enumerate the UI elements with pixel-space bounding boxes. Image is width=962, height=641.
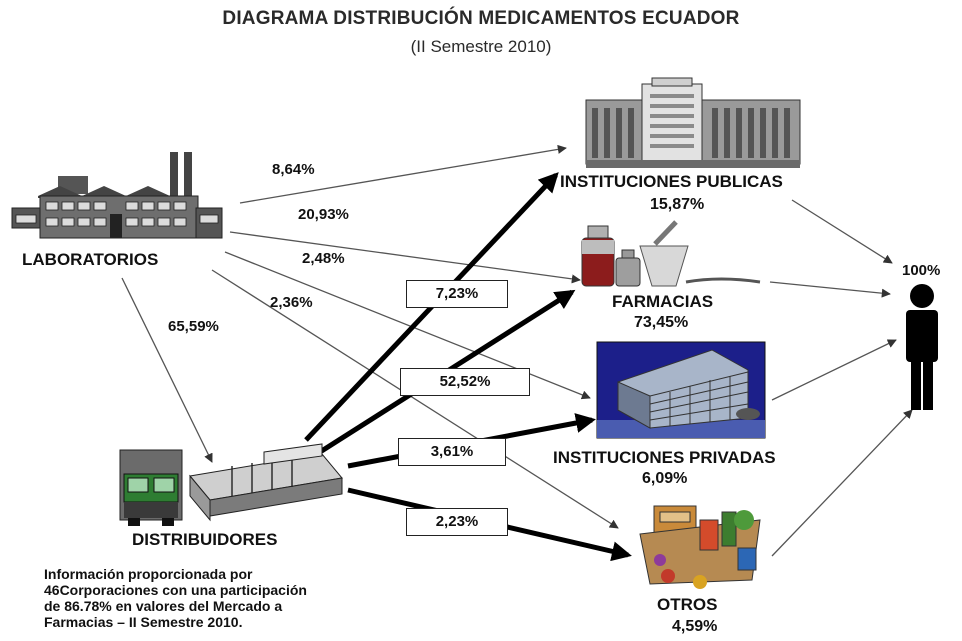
- flow-lab-publicas: 8,64%: [272, 161, 315, 178]
- grocery-basket-icon: [639, 505, 761, 589]
- arrow-otros-consumer: [771, 409, 913, 557]
- arrow-privadas-consumer: [771, 339, 897, 401]
- pct-farmacias: 73,45%: [634, 314, 689, 331]
- source-note-line-2: 46Corporaciones con una participación: [44, 582, 307, 598]
- factory-icon: [11, 152, 223, 239]
- diagram-subtitle: (II Semestre 2010): [410, 37, 552, 56]
- node-instituciones-privadas: INSTITUCIONES PRIVADAS: [553, 448, 776, 467]
- office-building-icon: [596, 341, 766, 439]
- source-note-line-3: de 86.78% en valores del Mercado a: [44, 598, 283, 614]
- flow-lab-otros: 2,36%: [270, 294, 313, 311]
- pct-instituciones-publicas: 15,87%: [650, 196, 705, 213]
- source-note: Información proporcionada por 46Corporac…: [44, 566, 307, 630]
- pharmacy-bottles-icon: [581, 220, 761, 287]
- flow-lab-privadas: 2,48%: [302, 250, 345, 267]
- diagram-title: DIAGRAMA DISTRIBUCIÓN MEDICAMENTOS ECUAD…: [222, 8, 740, 29]
- flow-lab-distribuidores: 65,59%: [168, 318, 219, 335]
- person-icon: [906, 284, 938, 410]
- arrow-lab-otros: [211, 269, 619, 529]
- node-instituciones-publicas: INSTITUCIONES PUBLICAS: [560, 172, 783, 191]
- arrow-lab-publicas: [239, 144, 567, 204]
- flow-dist-publicas: 7,23%: [406, 280, 508, 308]
- flow-lab-farmacias: 20,93%: [298, 206, 349, 223]
- pct-consumer: 100%: [902, 262, 941, 279]
- arrow-farmacias-consumer: [769, 281, 891, 298]
- flow-dist-otros: 2,23%: [406, 508, 508, 536]
- truck-icon: [119, 449, 183, 526]
- hospital-building-icon: [585, 77, 801, 168]
- flow-dist-farmacias: 52,52%: [400, 368, 530, 396]
- flow-dist-privadas: 3,61%: [398, 438, 506, 466]
- arrow-lab-distribuidores: [121, 277, 213, 463]
- pct-instituciones-privadas: 6,09%: [642, 470, 688, 487]
- node-laboratorios: LABORATORIOS: [22, 250, 159, 269]
- node-farmacias: FARMACIAS: [612, 292, 714, 311]
- source-note-line-1: Información proporcionada por: [44, 566, 253, 582]
- node-otros: OTROS: [657, 595, 718, 614]
- warehouse-icon: [189, 443, 343, 522]
- arrow-lab-farmacias: [229, 231, 581, 284]
- node-distribuidores: DISTRIBUIDORES: [132, 530, 278, 549]
- pct-otros: 4,59%: [672, 618, 718, 635]
- source-note-line-4: Farmacias – II Semestre 2010.: [44, 614, 243, 630]
- arrow-publicas-consumer: [791, 199, 893, 264]
